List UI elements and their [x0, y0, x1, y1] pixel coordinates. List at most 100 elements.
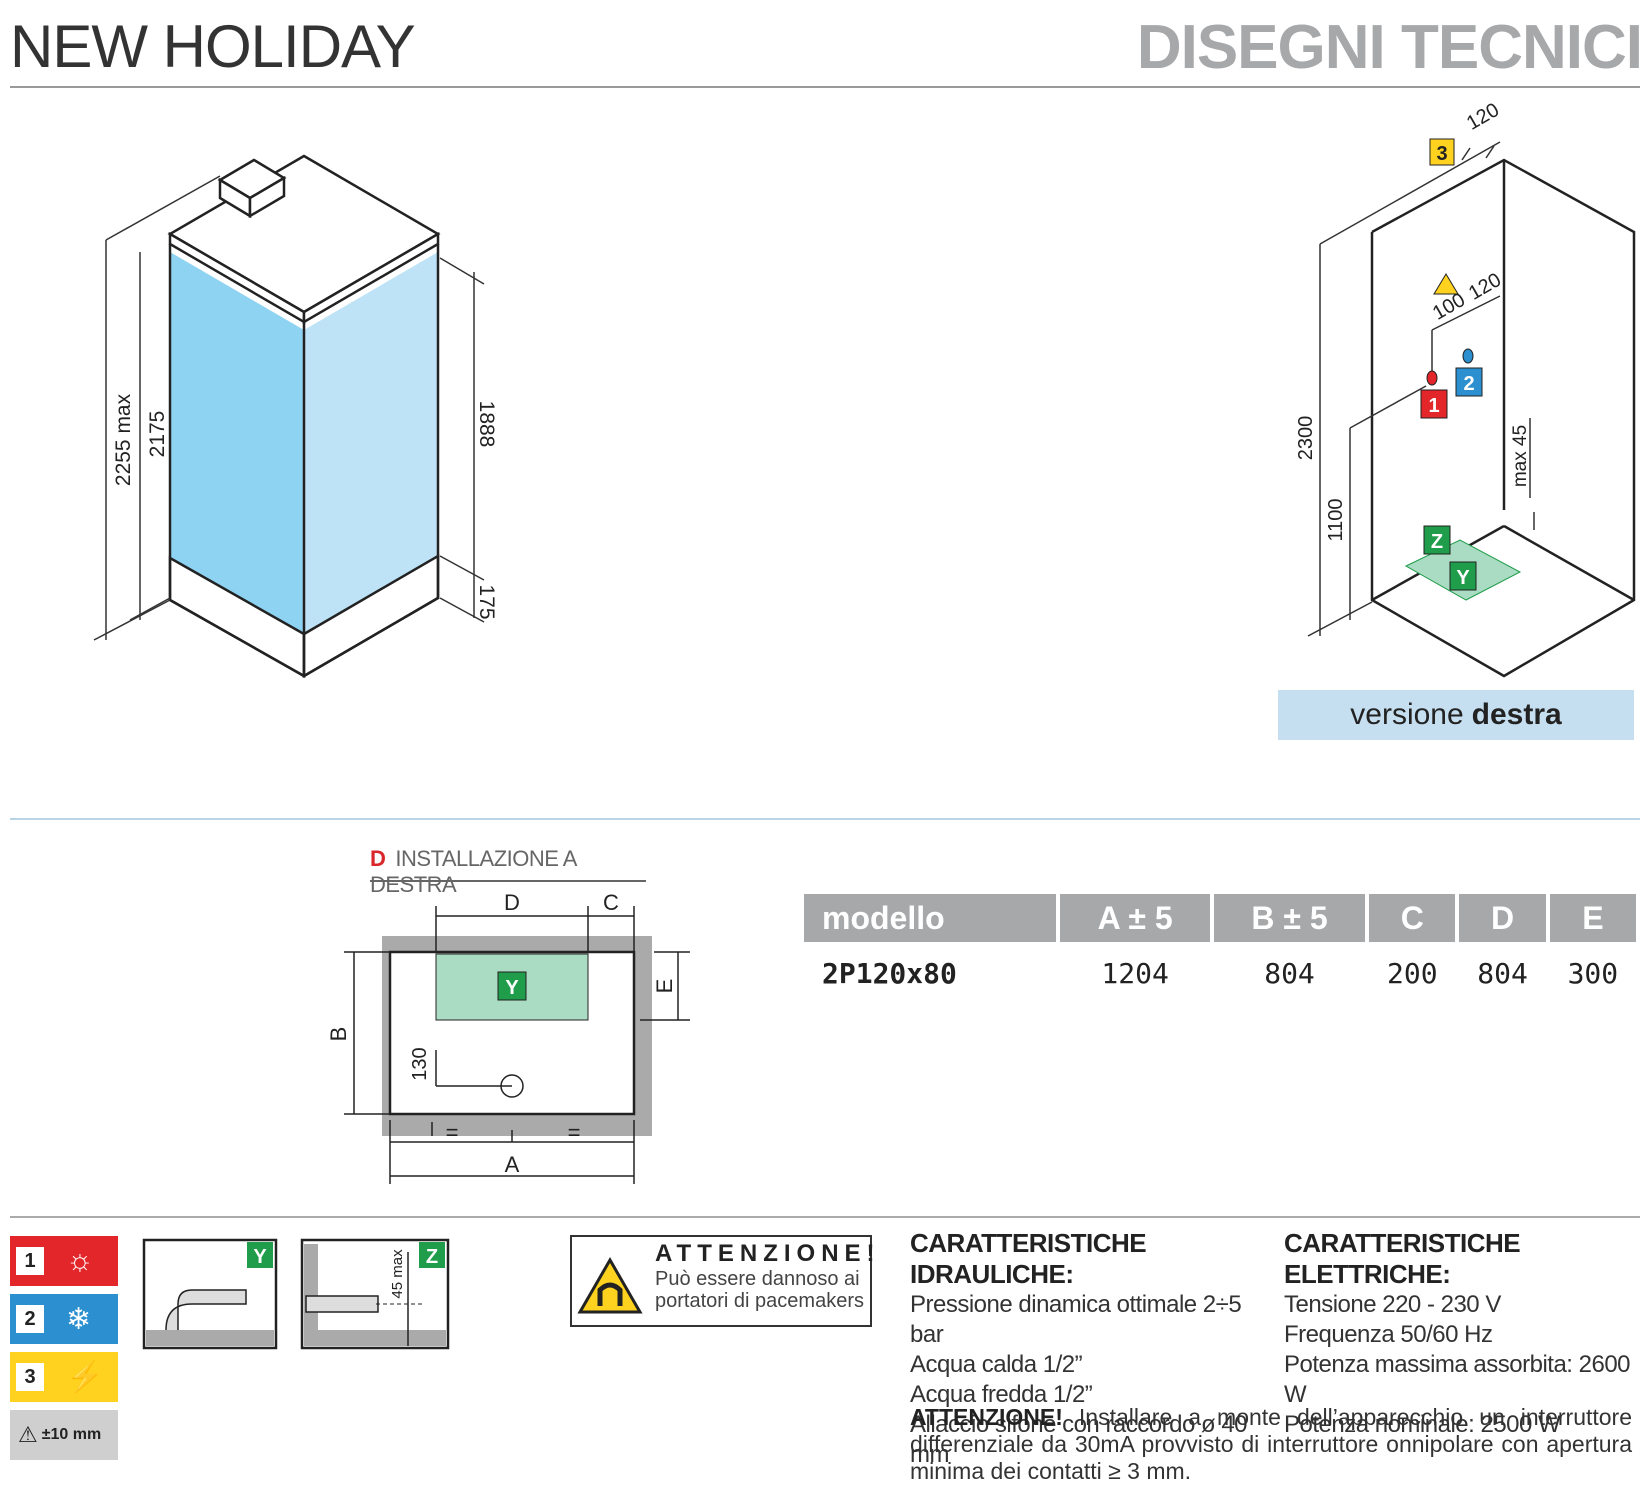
marker-z-box — [1423, 525, 1451, 555]
warning-icon: ⚠ — [18, 1422, 38, 1447]
cell-e: 300 — [1567, 956, 1619, 990]
legend-num-2: 2 — [16, 1305, 44, 1333]
install-label: INSTALLAZIONE A DESTRA — [370, 846, 576, 897]
attention-line-1: Può essere dannoso ai — [655, 1268, 860, 1290]
dimensions-table: modello A ± 5 B ± 5 C D E 2P120x80 1204 … — [800, 894, 1640, 1004]
footer-divider — [10, 1216, 1640, 1218]
plan-dim-c: C — [603, 890, 619, 915]
header-divider — [10, 86, 1640, 88]
warning-icon — [1433, 273, 1459, 295]
dim-1888: 1888 — [475, 401, 498, 448]
marker-1: 1 — [1428, 395, 1439, 417]
col-a: A ± 5 — [1060, 894, 1210, 942]
marker-2-box — [1455, 367, 1483, 397]
detail-max45: 45 max — [389, 1249, 406, 1299]
plan-dim-a: A — [505, 1152, 520, 1177]
legend-hot-water: 1 ☼ — [10, 1236, 118, 1286]
cabin-left-dimensions — [93, 175, 485, 641]
plan-marker-y-box — [497, 971, 527, 1001]
attention-line-2: portatori di pacemakers — [655, 1290, 864, 1312]
section-title: DISEGNI TECNICI — [1136, 13, 1643, 82]
detail-y-box — [142, 1238, 278, 1350]
marker-y: Y — [1456, 567, 1470, 589]
electric-title: CARATTERISTICHE ELETTRICHE: — [1284, 1228, 1521, 1289]
electric-specs: CARATTERISTICHE ELETTRICHE: Tensione 220… — [1284, 1228, 1640, 1440]
marker-3: 3 — [1436, 143, 1447, 165]
plan-dim-b: B — [326, 1027, 351, 1042]
hydraulic-specs: CARATTERISTICHE IDRAULICHE: Pressione di… — [910, 1228, 1270, 1470]
snowflake-water-icon: ❄ — [66, 1302, 92, 1336]
detail-z-box — [300, 1238, 450, 1350]
attention-title: ATTENZIONE! — [655, 1240, 881, 1267]
legend-tolerance-label: ±10 mm — [41, 1426, 102, 1443]
dim-120-top: 120 — [1463, 99, 1503, 135]
hydraulic-line-3: Acqua fredda 1/2” — [910, 1381, 1093, 1408]
table-header-row: modello A ± 5 B ± 5 C D E — [804, 894, 1636, 942]
sun-water-icon: ☼ — [66, 1244, 94, 1277]
marker-z: Z — [1431, 531, 1443, 553]
dim-120: 120 — [1465, 269, 1505, 305]
col-c: C — [1369, 894, 1456, 942]
attention-box — [570, 1235, 872, 1327]
cabin-right-isometric — [1370, 158, 1636, 678]
cell-a: 1204 — [1101, 956, 1169, 990]
col-b: B ± 5 — [1213, 894, 1366, 942]
hydraulic-line-4: Allaccio sifone con raccordo ø 40 mm — [910, 1411, 1248, 1468]
cell-d: 804 — [1477, 956, 1528, 990]
electrical-note: ATTENZIONE! Installare a monte dell’appa… — [910, 1404, 1632, 1485]
plan-dim-d: D — [504, 890, 520, 915]
plan-view — [344, 906, 690, 1184]
legend-tolerance: ⚠ ±10 mm — [10, 1410, 118, 1460]
install-letter: D — [370, 846, 386, 871]
dim-175: 175 — [475, 584, 498, 619]
cell-b: 804 — [1264, 956, 1315, 990]
dim-2175: 2175 — [146, 411, 169, 458]
legend-num-1: 1 — [16, 1247, 44, 1275]
dim-max45: max 45 — [1510, 425, 1531, 487]
detail-z-marker-box — [419, 1242, 445, 1268]
plan-eq-right: = — [568, 1120, 581, 1145]
electric-line-3: Potenza massima assorbita: 2600 W — [1284, 1351, 1631, 1408]
marker-3-box — [1429, 138, 1455, 166]
col-modello: modello — [804, 894, 1057, 942]
legend-num-3: 3 — [16, 1363, 44, 1391]
brand-title: NEW HOLIDAY — [10, 13, 416, 80]
marker-y-box — [1449, 561, 1477, 591]
version-side: destra — [1471, 698, 1562, 731]
col-e: E — [1549, 894, 1636, 942]
col-d: D — [1459, 894, 1546, 942]
plan-marker-y: Y — [505, 977, 519, 999]
legend-cold-water: 2 ❄ — [10, 1294, 118, 1344]
cell-model: 2P120x80 — [822, 956, 957, 990]
hot-water-outlet — [1426, 370, 1438, 386]
dim-2300: 2300 — [1295, 416, 1317, 461]
detail-y-marker-box — [247, 1242, 273, 1268]
detail-y-marker: Y — [253, 1246, 267, 1268]
section-divider — [10, 818, 1640, 820]
electric-line-2: Frequenza 50/60 Hz — [1284, 1321, 1493, 1348]
cabin-right-dimensions — [1307, 141, 1535, 637]
electric-line-1: Tensione 220 - 230 V — [1284, 1291, 1501, 1318]
cell-c: 200 — [1387, 956, 1438, 990]
dim-2255: 2255 max — [112, 393, 135, 486]
hydraulic-line-1: Pressione dinamica ottimale 2÷5 bar — [910, 1291, 1242, 1348]
note-text: Installare a monte dell’apparecchio un i… — [910, 1404, 1633, 1484]
attention-text: Può essere dannoso ai portatori di pacem… — [655, 1268, 864, 1312]
plan-eq-left: = — [446, 1120, 459, 1145]
plan-dim-e: E — [652, 979, 677, 994]
plan-dim-130: 130 — [409, 1047, 431, 1080]
dim-1100: 1100 — [1325, 498, 1347, 541]
electric-line-4: Potenza nominale: 2500 W — [1284, 1411, 1561, 1438]
cabin-left-isometric — [167, 154, 441, 679]
hydraulic-title: CARATTERISTICHE IDRAULICHE: — [910, 1228, 1147, 1289]
legend-electric: 3 ⚡ — [10, 1352, 118, 1402]
note-bold: ATTENZIONE! — [910, 1404, 1063, 1430]
hydraulic-line-2: Acqua calda 1/2” — [910, 1351, 1083, 1378]
marker-2: 2 — [1463, 373, 1474, 395]
table-row: 2P120x80 1204 804 200 804 300 — [804, 942, 1636, 1004]
plug-lightning-icon: ⚡ — [66, 1360, 104, 1394]
cold-water-outlet — [1462, 348, 1474, 364]
